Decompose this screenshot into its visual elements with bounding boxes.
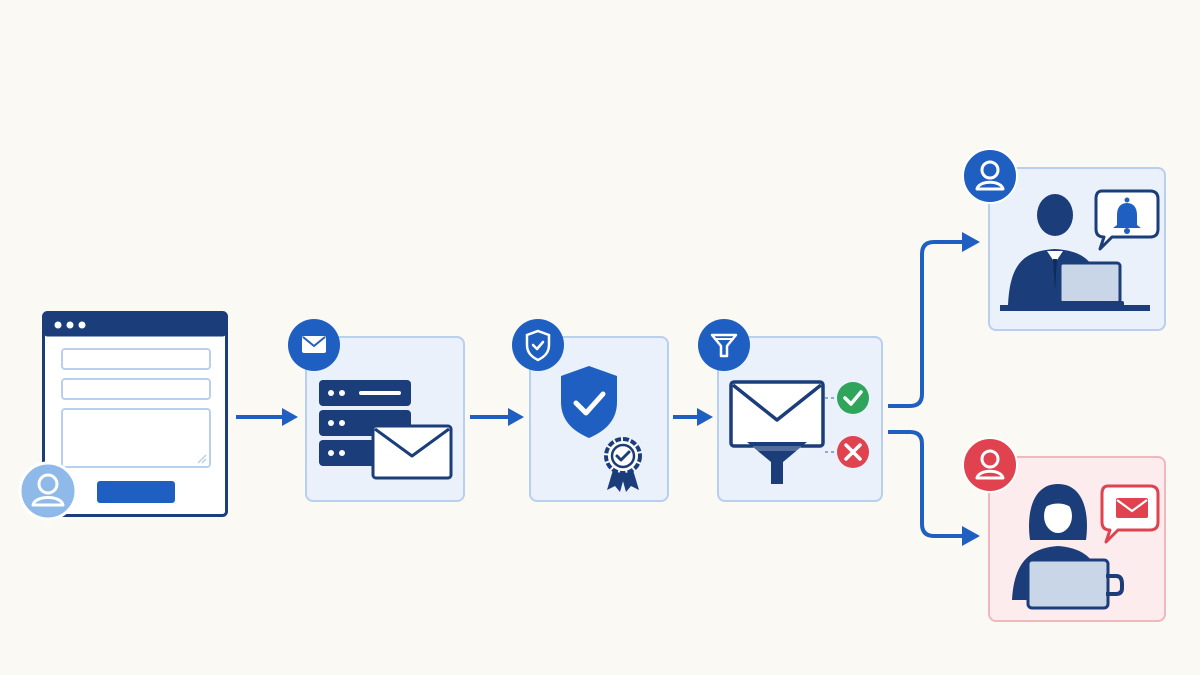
mail-bubble-icon <box>1100 484 1160 544</box>
flow-arrow <box>236 408 298 426</box>
browser-window-icon <box>42 311 228 517</box>
server-stack-icon <box>319 380 453 480</box>
user-avatar-icon <box>962 437 1018 493</box>
branch-arrow-up <box>888 232 980 408</box>
envelope-icon <box>287 318 341 372</box>
user-avatar-icon <box>962 148 1018 204</box>
shield-check-icon <box>561 366 642 492</box>
branch-arrows <box>888 232 980 546</box>
submit-button-shape <box>97 481 175 503</box>
recipient-alerted-card <box>988 456 1166 622</box>
funnel-icon <box>697 318 751 372</box>
envelope-icon <box>371 424 453 480</box>
flow-arrow <box>470 408 524 426</box>
funnel-icon <box>747 442 807 484</box>
woman-at-laptop-icon <box>1012 484 1160 610</box>
x-circle-icon <box>837 436 869 468</box>
branch-arrow-down <box>888 430 980 546</box>
envelope-icon <box>729 380 825 448</box>
bell-bubble-icon <box>1094 189 1160 251</box>
man-at-laptop-icon <box>1000 189 1160 311</box>
check-circle-icon <box>837 382 869 414</box>
recipient-notified-card <box>988 167 1166 331</box>
flow-arrow <box>673 408 713 426</box>
user-avatar-icon <box>18 461 78 521</box>
filtering-card <box>717 336 883 502</box>
web-form-window <box>42 311 228 517</box>
certificate-badge-icon <box>604 437 642 492</box>
shield-check-icon <box>511 318 565 372</box>
